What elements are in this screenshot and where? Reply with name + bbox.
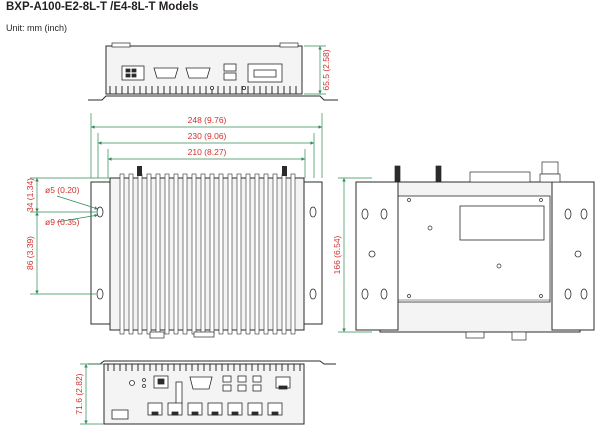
top-view-fins [119, 173, 296, 335]
top-view-bottom-connectors [149, 331, 215, 339]
offset-label: 34 (1.34) [25, 178, 35, 212]
front-height-label: 71.6 (2.82) [74, 373, 84, 414]
width-overall-label: 248 (9.76) [188, 115, 227, 125]
width-mid-label: 230 (9.06) [188, 131, 227, 141]
side-left-bracket [355, 181, 399, 331]
front-view-ports [111, 375, 291, 420]
side-top-features [394, 161, 561, 183]
left-vertical-dimensions: 34 (1.34) 86 (3.39) [25, 177, 110, 295]
hole-callouts: ø5 (0.20) ø9 (0.35) [45, 185, 99, 227]
hole-small-label: ø5 (0.20) [45, 185, 80, 195]
front-view-fins [107, 364, 301, 371]
side-right-bracket [551, 181, 595, 331]
rear-view-connectors [121, 63, 283, 91]
unit-note: Unit: mm (inch) [6, 23, 68, 33]
front-view-lan-ports [147, 402, 283, 416]
side-view-label-plate [459, 205, 545, 241]
hole-large-label: ø9 (0.35) [45, 217, 80, 227]
top-view-body [109, 177, 305, 331]
width-inner-label: 210 (8.27) [188, 147, 227, 157]
side-height-dimension: 166 (6.54) [332, 177, 372, 333]
mounting-holes [96, 206, 317, 300]
rear-height-label: 65.5 (2.58) [321, 49, 331, 90]
width-dimensions: 248 (9.76) 230 (9.06) 210 (8.27) [90, 113, 323, 178]
top-view: 248 (9.76) 230 (9.06) 210 (8.27) [25, 113, 323, 339]
hole-spacing-label: 86 (3.39) [25, 236, 35, 270]
front-view: 71.6 (2.82) [74, 360, 336, 425]
side-screws [407, 198, 543, 298]
side-bottom-features [465, 331, 527, 341]
front-height-dimension: 71.6 (2.82) [74, 363, 104, 425]
top-view-antenna-stubs [137, 166, 287, 176]
rear-view-fins [109, 86, 297, 94]
rear-view-bracket [88, 95, 338, 101]
side-view: 166 (6.54) [332, 161, 595, 341]
rear-view: 65.5 (2.58) [88, 42, 338, 101]
side-bracket-holes [361, 208, 588, 300]
side-height-label: 166 (6.54) [332, 235, 342, 274]
rear-height-dimension: 65.5 (2.58) [304, 45, 331, 95]
page-title: BXP-A100-E2-8L-T /E4-8L-T Models [6, 1, 199, 13]
